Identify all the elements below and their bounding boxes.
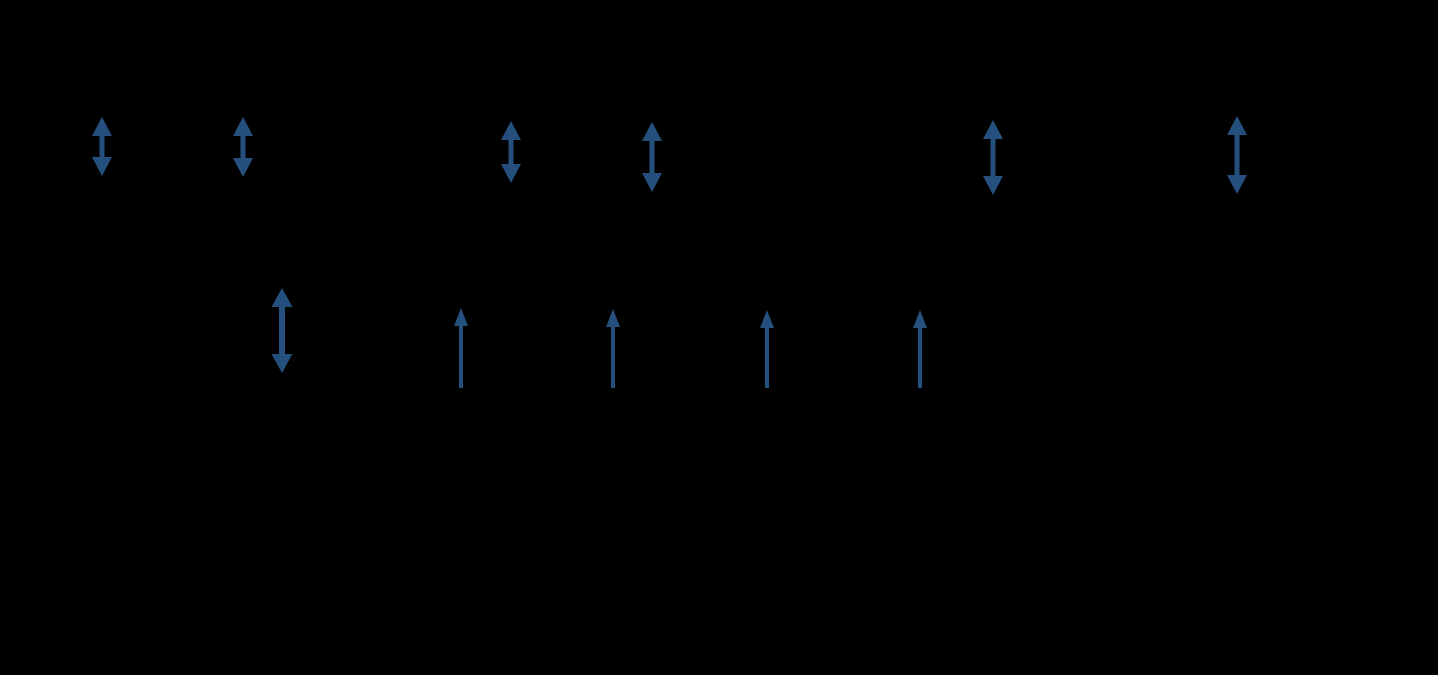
up-arrow-2 <box>606 309 620 388</box>
double-arrow-3 <box>501 121 521 183</box>
double-arrow-1 <box>92 117 112 176</box>
double-arrow-tall <box>271 288 293 373</box>
up-arrow-1 <box>454 308 468 388</box>
up-arrow-4 <box>913 310 927 388</box>
double-arrow-6 <box>1227 116 1247 194</box>
double-arrow-2 <box>233 117 253 177</box>
double-arrow-4 <box>642 122 662 192</box>
up-arrow-3 <box>760 310 774 388</box>
double-arrow-5 <box>983 120 1003 195</box>
